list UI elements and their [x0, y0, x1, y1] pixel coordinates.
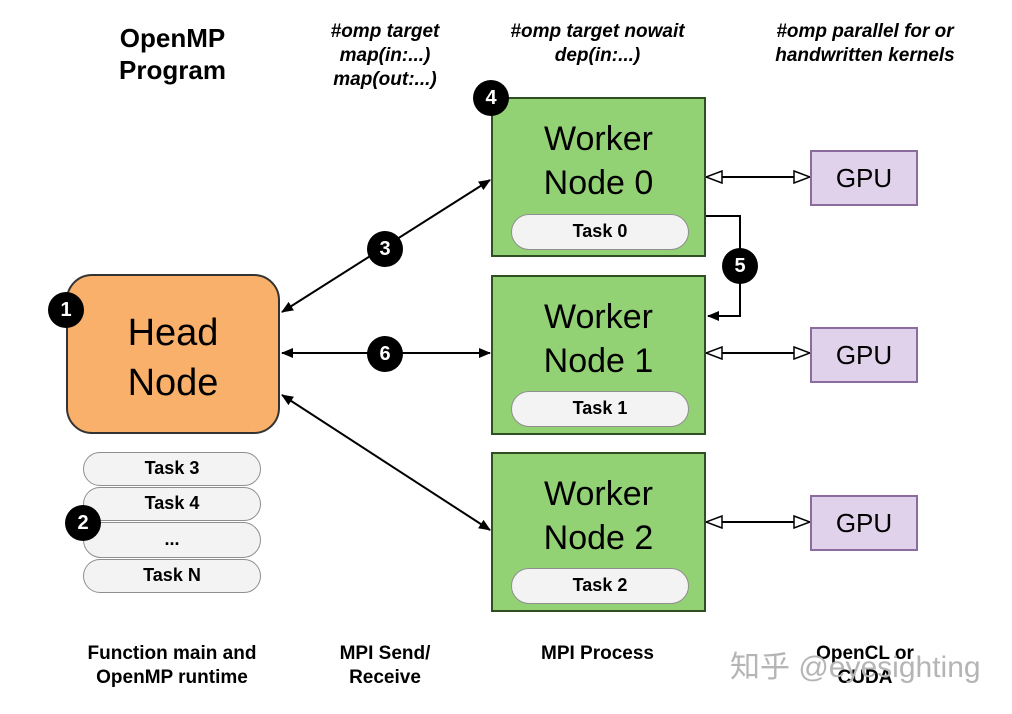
local-task-n: Task N [83, 559, 261, 593]
badge-3: 3 [367, 231, 403, 267]
worker-node-1-title: Worker Node 1 [543, 298, 654, 380]
badge-4: 4 [473, 80, 509, 116]
worker-node-0-title: Worker Node 0 [543, 120, 654, 202]
local-task-4: Task 4 [83, 487, 261, 521]
badge-6: 6 [367, 336, 403, 372]
footer-mpi-send-receive: MPI Send/ Receive [339, 643, 431, 688]
header-omp-target-map: #omp target map(in:...) map(out:...) [330, 21, 440, 90]
arrow-head-worker2 [281, 394, 491, 531]
worker-node-2-title: Worker Node 2 [543, 475, 654, 557]
head-node-label: Head Node [127, 312, 219, 404]
footer-mpi-process: MPI Process [541, 643, 654, 664]
worker-node-2: Worker Node 2 Task 2 [491, 452, 706, 612]
header-omp-target-nowait: #omp target nowait dep(in:...) [510, 21, 685, 66]
footer-opencl-cuda: OpenCL or CUDA [816, 643, 914, 688]
header-omp-parallel-for: #omp parallel for or handwritten kernels [775, 21, 955, 66]
worker-node-0-task: Task 0 [511, 214, 689, 250]
worker-node-0: Worker Node 0 Task 0 [491, 97, 706, 257]
footer-function-main: Function main and OpenMP runtime [87, 643, 257, 688]
local-task-3: Task 3 [83, 452, 261, 486]
worker-node-1-task: Task 1 [511, 391, 689, 427]
local-task-ellipsis: ... [83, 522, 261, 558]
header-openmp-program: OpenMP Program [119, 23, 226, 85]
gpu-0: GPU [810, 150, 918, 206]
worker-node-2-task: Task 2 [511, 568, 689, 604]
badge-5: 5 [722, 248, 758, 284]
watermark: 知乎 @eyesighting [730, 651, 981, 684]
worker-node-1: Worker Node 1 Task 1 [491, 275, 706, 435]
badge-2: 2 [65, 505, 101, 541]
head-node: Head Node [66, 274, 280, 434]
gpu-2: GPU [810, 495, 918, 551]
badge-1: 1 [48, 292, 84, 328]
gpu-1: GPU [810, 327, 918, 383]
